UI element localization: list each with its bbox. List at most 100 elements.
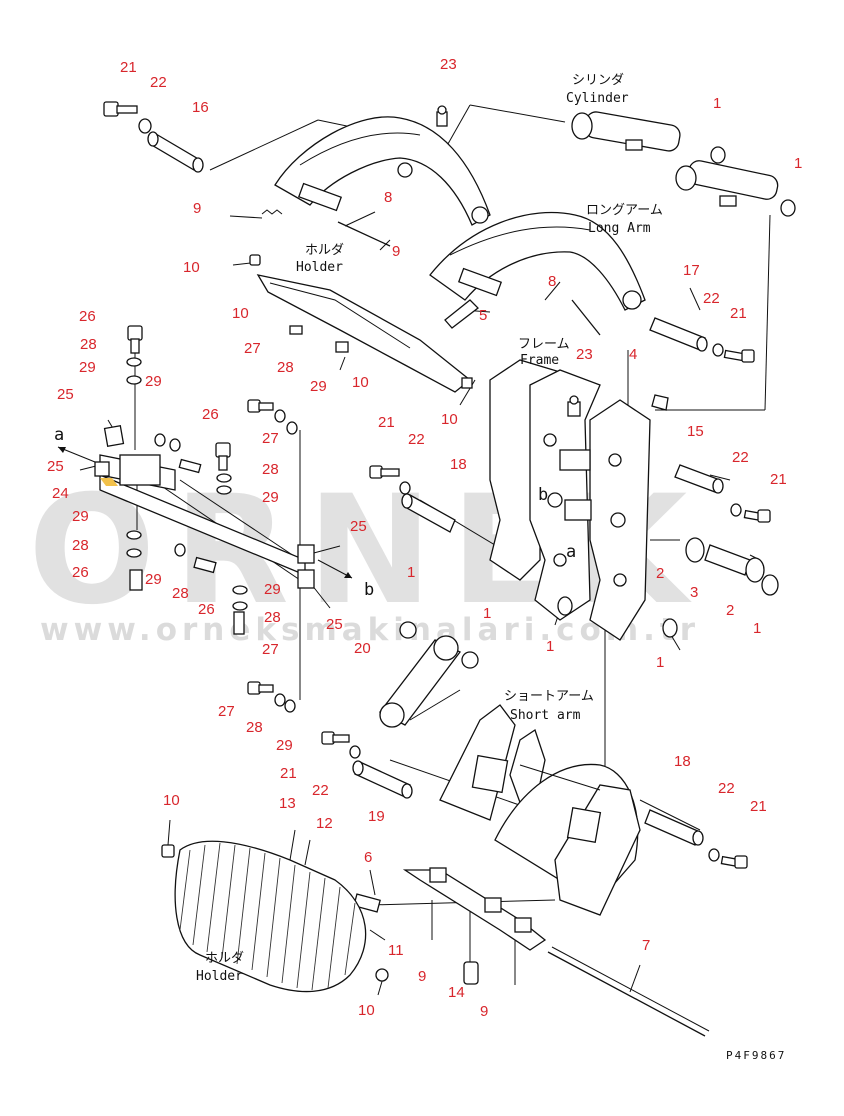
spring-pin-9 (261, 209, 283, 215)
part-number: 2 (726, 602, 734, 619)
part-number: 4 (629, 346, 637, 363)
bolt-27-group (233, 399, 274, 695)
part-number: 18 (450, 456, 467, 473)
pin-19 (352, 760, 413, 799)
part-number: 29 (145, 373, 162, 390)
link-20 (379, 635, 461, 728)
part-number: 22 (408, 431, 425, 448)
part-number: 26 (79, 308, 96, 325)
label-holder-top-en: Holder (296, 260, 343, 275)
pin-16 (147, 131, 204, 173)
part-number: 12 (316, 815, 333, 832)
part-number: 10 (441, 411, 458, 428)
part-number: 27 (244, 340, 261, 357)
part-number: 1 (483, 605, 491, 622)
part-number: 1 (407, 564, 415, 581)
holder-upper (256, 274, 472, 393)
part-number: 19 (368, 808, 385, 825)
frame (489, 359, 651, 641)
washers-28-29 (126, 357, 298, 713)
bolt-10-lower (161, 844, 389, 982)
part-number: 18 (674, 753, 691, 770)
pin-15 (674, 464, 724, 494)
washer-22-right (712, 343, 724, 357)
part-number: 11 (388, 942, 404, 959)
washer-22-low (349, 745, 361, 759)
washer-22-top (138, 118, 152, 134)
part-number: 2 (656, 565, 664, 582)
bracket-assembly-left (94, 424, 315, 589)
part-number: 16 (192, 99, 209, 116)
part-number: 21 (378, 414, 395, 431)
bolt-21-top (103, 101, 138, 117)
part-number: 28 (72, 537, 89, 554)
clips-1-frame (399, 596, 678, 669)
grease-fitting-23-mid (567, 395, 581, 417)
label-cylinder-jp: シリンダ (572, 73, 624, 88)
label-cylinder-en: Cylinder (566, 91, 629, 106)
part-number: 17 (683, 262, 700, 279)
bolt-21-right (723, 349, 755, 363)
label-frame-jp: フレーム (518, 337, 570, 352)
label-frame-en: Frame (520, 353, 559, 368)
part-number: 29 (145, 571, 162, 588)
rod-8-upper (337, 221, 391, 247)
part-number: 21 (280, 765, 297, 782)
label-short-arm-en: Short arm (510, 708, 581, 723)
label-holder-bottom-en: Holder (196, 969, 243, 984)
view-label-a-left: a (54, 425, 64, 445)
bolt-26-group (127, 325, 231, 591)
part-number: 22 (150, 74, 167, 91)
part-number: 29 (310, 378, 327, 395)
part-number: 10 (183, 259, 200, 276)
bolt-10-holder (249, 254, 473, 389)
label-holder-top-jp: ホルダ (305, 243, 344, 258)
pin-17 (649, 317, 708, 352)
part-number: 20 (354, 640, 371, 657)
bolt-21-mid (369, 465, 400, 479)
part-number: 22 (703, 290, 720, 307)
highlight-marker (100, 478, 118, 486)
part-number: 9 (480, 1003, 488, 1020)
part-number: 27 (262, 641, 279, 658)
washer-22-mid (399, 481, 411, 495)
part-number: 28 (262, 461, 279, 478)
watermark-url: www.orneksmakinalari.com.tr (40, 612, 700, 648)
bolt-21-low (321, 731, 350, 745)
pin-5 (444, 299, 479, 329)
part-number: 25 (350, 518, 367, 535)
bolt-21-r2 (743, 509, 771, 523)
part-number: 25 (47, 458, 64, 475)
label-short-arm-jp: ショートアーム (504, 689, 594, 704)
part-number: 24 (52, 485, 69, 502)
part-number: 1 (753, 620, 761, 637)
part-number: 28 (277, 359, 294, 376)
part-number: 22 (718, 780, 735, 797)
part-number: 29 (262, 489, 279, 506)
pin-18-mid (401, 493, 456, 533)
part-number: 22 (312, 782, 329, 799)
view-arrow-b (317, 559, 353, 579)
part-number: 25 (326, 616, 343, 633)
washer-22-r2 (730, 503, 742, 517)
part-number: 26 (72, 564, 89, 581)
part-number: 1 (713, 95, 721, 112)
part-number: 1 (794, 155, 802, 172)
part-number: 25 (57, 386, 74, 403)
rod-8-lower (571, 299, 601, 336)
part-number: 9 (418, 968, 426, 985)
part-number: 23 (576, 346, 593, 363)
part-number: 28 (172, 585, 189, 602)
part-number: 9 (392, 243, 400, 260)
clip-1-cylinder (710, 146, 796, 217)
part-number: 28 (80, 336, 97, 353)
long-arm-upper (274, 116, 491, 226)
part-number: 21 (120, 59, 137, 76)
part-number: 9 (193, 200, 201, 217)
label-holder-bottom-jp: ホルダ (205, 951, 244, 966)
part-number: 3 (690, 584, 698, 601)
part-number: 21 (770, 471, 787, 488)
part-number: 1 (546, 638, 554, 655)
